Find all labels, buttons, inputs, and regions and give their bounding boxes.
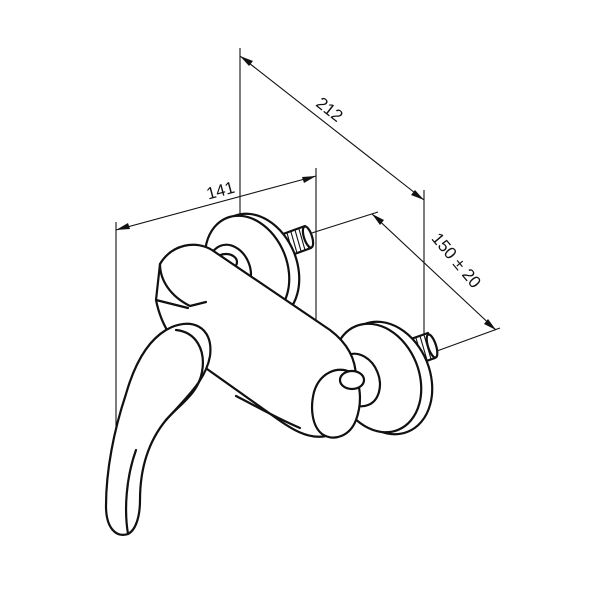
dimension-line-141 [115,175,317,231]
body-underside [234,394,302,430]
arrowhead [240,56,253,66]
arrowhead [302,176,316,183]
arrowhead [484,319,496,330]
arrowhead [116,223,130,230]
lever-tip-edge [124,448,138,536]
faucet-lever [104,322,212,536]
lever-handle [104,322,212,536]
dimension-label-150-20: 150 ± 20 [428,229,485,292]
arrowhead [411,190,424,200]
body-top-edge [158,262,208,308]
body-side-edge [154,298,190,310]
upper-threaded-pipe [281,224,315,258]
dimension-label-212: 212 [312,93,346,125]
extension-line-150-lower [425,327,501,356]
lever-inner-contour [164,328,204,422]
lower-nut [338,369,366,391]
arrowhead [372,214,384,225]
dimension-line-150 [371,213,497,331]
dimension-line-212 [239,55,425,201]
dimension-label-141: 141 [204,178,236,204]
